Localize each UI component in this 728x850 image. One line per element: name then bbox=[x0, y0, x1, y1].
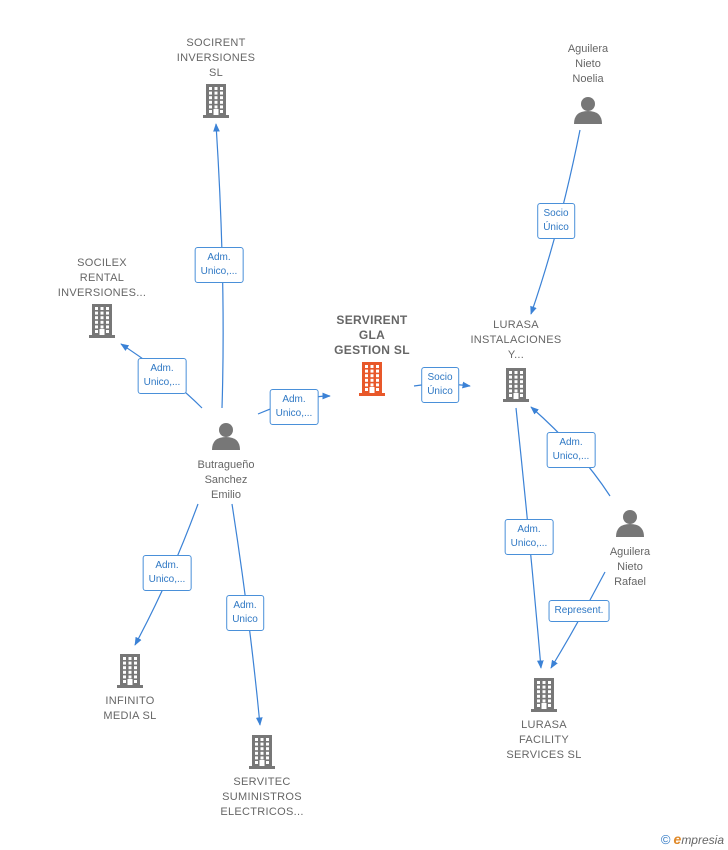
building-icon-servitec bbox=[249, 735, 275, 769]
edge-label-e1[interactable]: Adm. Unico,... bbox=[194, 247, 244, 283]
node-label-lurasa_inst[interactable]: LURASA INSTALACIONES Y... bbox=[470, 319, 562, 361]
building-icon-servirent bbox=[359, 362, 385, 396]
node-lurasa_facility[interactable] bbox=[531, 678, 557, 712]
footer-brand[interactable]: ©empresia bbox=[661, 831, 724, 847]
edge-label-e5[interactable]: Adm. Unico bbox=[226, 595, 264, 631]
person-icon-butragueno bbox=[212, 423, 240, 450]
node-infinito[interactable] bbox=[117, 654, 143, 688]
building-icon-infinito bbox=[117, 654, 143, 688]
nodes-layer bbox=[89, 84, 644, 769]
edge-label-e4[interactable]: Adm. Unico,... bbox=[142, 555, 192, 591]
node-label-aguilera_rafael[interactable]: Aguilera Nieto Rafael bbox=[609, 546, 651, 588]
copyright-icon: © bbox=[660, 832, 671, 847]
edge-label-e8[interactable]: Adm. Unico,... bbox=[546, 432, 596, 468]
node-label-servitec[interactable]: SERVITEC SUMINISTROS ELECTRICOS... bbox=[220, 776, 304, 818]
building-icon-socirent bbox=[203, 84, 229, 118]
node-label-servirent[interactable]: SERVIRENT GLA GESTION SL bbox=[334, 313, 410, 357]
node-socilex[interactable] bbox=[89, 304, 115, 338]
node-lurasa_inst[interactable] bbox=[503, 368, 529, 402]
node-label-socirent[interactable]: SOCIRENT INVERSIONES SL bbox=[176, 37, 256, 79]
node-label-aguilera_noelia[interactable]: Aguilera Nieto Noelia bbox=[567, 43, 609, 85]
person-icon-aguilera_rafael bbox=[616, 510, 644, 537]
node-aguilera_noelia[interactable] bbox=[574, 97, 602, 124]
node-servirent[interactable] bbox=[359, 362, 385, 396]
node-label-infinito[interactable]: INFINITO MEDIA SL bbox=[103, 695, 157, 722]
node-socirent[interactable] bbox=[203, 84, 229, 118]
node-label-socilex[interactable]: SOCILEX RENTAL INVERSIONES... bbox=[57, 257, 147, 299]
edge-label-e7[interactable]: Socio Único bbox=[537, 203, 575, 239]
edge-label-e3[interactable]: Adm. Unico,... bbox=[269, 389, 319, 425]
building-icon-lurasa_inst bbox=[503, 368, 529, 402]
building-icon-lurasa_facility bbox=[531, 678, 557, 712]
brand-logo: empresia bbox=[673, 831, 724, 847]
node-aguilera_rafael[interactable] bbox=[616, 510, 644, 537]
edge-label-e10[interactable]: Represent. bbox=[548, 600, 610, 622]
edge-label-e2[interactable]: Adm. Unico,... bbox=[137, 358, 187, 394]
building-icon-socilex bbox=[89, 304, 115, 338]
node-label-butragueno[interactable]: Butragueño Sanchez Emilio bbox=[197, 459, 255, 501]
node-servitec[interactable] bbox=[249, 735, 275, 769]
edge-label-e9[interactable]: Adm. Unico,... bbox=[504, 519, 554, 555]
edge-label-e6[interactable]: Socio Único bbox=[421, 367, 459, 403]
node-butragueno[interactable] bbox=[212, 423, 240, 450]
node-label-lurasa_facility[interactable]: LURASA FACILITY SERVICES SL bbox=[506, 719, 582, 761]
person-icon-aguilera_noelia bbox=[574, 97, 602, 124]
